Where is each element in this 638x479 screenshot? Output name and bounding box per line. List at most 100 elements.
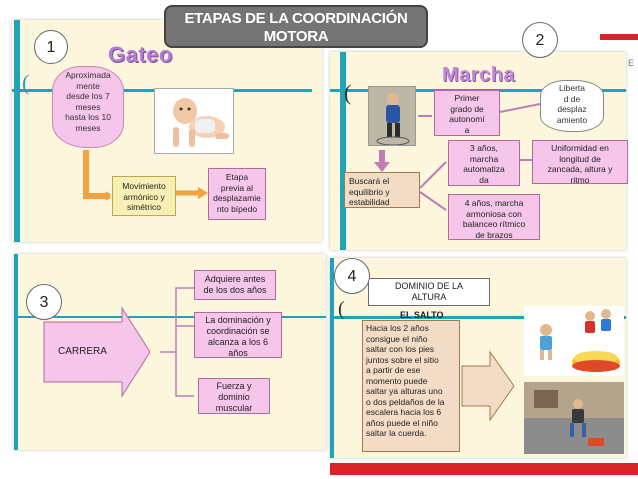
stage-number-3: 3 — [26, 284, 62, 320]
box-line: años — [228, 348, 248, 358]
salto-line: a partir de ese — [366, 365, 421, 375]
red-accent-bottom — [330, 463, 638, 475]
box-line: ritmo — [570, 174, 590, 185]
page-title: ETAPAS DE LA COORDINACIÓN MOTORA — [164, 5, 428, 48]
stage-number-4: 4 — [334, 258, 370, 294]
box-line: desplazamie — [213, 193, 261, 203]
title-line-1: ETAPAS DE LA COORDINACIÓN — [184, 10, 408, 27]
cloud-line: amiento — [556, 114, 588, 125]
box-line: nto bípedo — [216, 203, 258, 214]
cloud-line: mente — [76, 80, 100, 91]
box-line: coordinación se — [206, 326, 270, 336]
box-line: dominio — [218, 392, 250, 402]
cloud-line: desplaz — [557, 104, 587, 114]
paren-mark: ( — [344, 80, 352, 105]
paren-mark: ( — [338, 298, 345, 320]
box-line: longitud de — [559, 153, 601, 164]
teal-bar-vertical — [14, 20, 20, 242]
salto-line: consigue el niño — [366, 333, 428, 344]
box-line: Adquiere antes — [204, 274, 266, 284]
walking-photo — [368, 86, 416, 146]
box-line: ALTURA — [411, 292, 447, 302]
box-line: 4 años, marcha — [464, 198, 524, 208]
cloud-age-range: Aproximada mente desde los 7 meses hasta… — [52, 66, 124, 148]
box-line: Movimiento — [122, 181, 166, 191]
box-line: de brazos — [475, 229, 513, 240]
box-3-anos: 3 años, marcha automatiza da — [448, 140, 520, 186]
teal-bar-vertical — [330, 258, 334, 458]
salto-line: momento puede — [366, 375, 428, 386]
paren-mark: ( — [22, 70, 30, 95]
title-line-2: MOTORA — [263, 28, 329, 45]
teal-bar-horizontal — [330, 316, 626, 319]
heading-marcha: Marcha — [442, 64, 516, 86]
salto-line: saltar ya alturas uno — [366, 386, 443, 396]
teal-bar-vertical — [340, 52, 346, 250]
box-primer-grado: Primer grado de autonomí a — [434, 90, 500, 136]
salto-line: años puede el niño — [366, 417, 438, 428]
box-line: DOMINIO DE LA — [394, 281, 463, 291]
box-line: muscular — [215, 403, 253, 413]
box-line: Uniformidad en — [551, 143, 609, 153]
salto-line: escalera hacia los 6 — [366, 407, 442, 417]
box-line: previa al — [220, 182, 254, 193]
child-walking-illustration — [369, 87, 415, 145]
baby-photo — [154, 88, 234, 154]
cloud-line: meses — [75, 122, 101, 133]
cloud-line: d de — [563, 93, 581, 104]
stage-number-2: 2 — [522, 22, 558, 58]
box-line: a — [464, 124, 470, 135]
red-accent-top — [600, 34, 638, 40]
cloud-line: Liberta — [559, 83, 585, 93]
cloud-line: meses — [75, 101, 101, 112]
salto-line: saltar con los pies — [366, 344, 435, 354]
stage-number-1: 1 — [34, 30, 68, 64]
salto-line: o dos peldaños de la — [366, 396, 445, 407]
carrera-label: CARRERA — [58, 346, 107, 357]
teal-bar-horizontal — [14, 316, 326, 318]
box-uniformidad: Uniformidad en longitud de zancada, altu… — [532, 140, 628, 185]
box-line: Fuerza y — [216, 381, 252, 391]
side-letter: E — [628, 58, 635, 68]
cloud-line: hasta los 10 — [65, 112, 111, 122]
box-line: alcanza a los 6 — [207, 337, 269, 347]
salto-line: Hacia los 2 años — [366, 323, 429, 333]
cloud-libertad: Liberta d de desplaz amiento — [540, 80, 604, 132]
box-4-anos: 4 años, marcha armoniosa con balanceo rí… — [448, 194, 540, 240]
box-buscara: Buscará el equilibrio y estabilidad — [344, 172, 420, 208]
box-line: armoniosa con — [466, 208, 522, 219]
box-line: marcha — [469, 153, 499, 164]
cloud-line: desde los 7 — [66, 91, 110, 101]
box-adquiere: Adquiere antes de los dos años — [194, 270, 276, 300]
heading-gateo: Gateo — [108, 42, 173, 67]
box-line: 3 años, — [470, 143, 498, 153]
box-line: balanceo rítmico — [462, 219, 526, 229]
box-fuerza: Fuerza y dominio muscular — [198, 378, 270, 414]
box-movimiento: Movimiento armónico y simétrico — [112, 176, 176, 216]
box-dominio-altura: DOMINIO DE LA ALTURA — [368, 278, 490, 306]
salto-title: EL SALTO — [400, 310, 444, 320]
box-line: da — [479, 174, 489, 185]
jumping-photo-top — [524, 306, 624, 376]
box-dominacion: La dominación y coordinación se alcanza … — [194, 312, 282, 358]
box-line: de los dos años — [203, 285, 267, 295]
salto-line: saltar la cuerda. — [366, 428, 427, 438]
box-line: Buscará el — [349, 176, 390, 186]
box-line: simétrico — [126, 202, 161, 212]
box-line: armónico y — [123, 191, 165, 202]
cloud-line: Aproximada — [65, 70, 111, 80]
jumping-photo-bottom — [524, 382, 624, 454]
box-line: La dominación y — [205, 315, 271, 325]
children-trampoline-illustration — [540, 309, 620, 372]
teal-bar-vertical — [14, 254, 18, 450]
box-line: Primer — [454, 93, 480, 103]
box-line: Etapa — [225, 172, 249, 182]
box-line: autonomí — [449, 114, 485, 124]
box-line: automatiza — [463, 164, 505, 174]
baby-crawling-illustration — [155, 89, 233, 153]
box-line: estabilidad — [349, 197, 390, 207]
